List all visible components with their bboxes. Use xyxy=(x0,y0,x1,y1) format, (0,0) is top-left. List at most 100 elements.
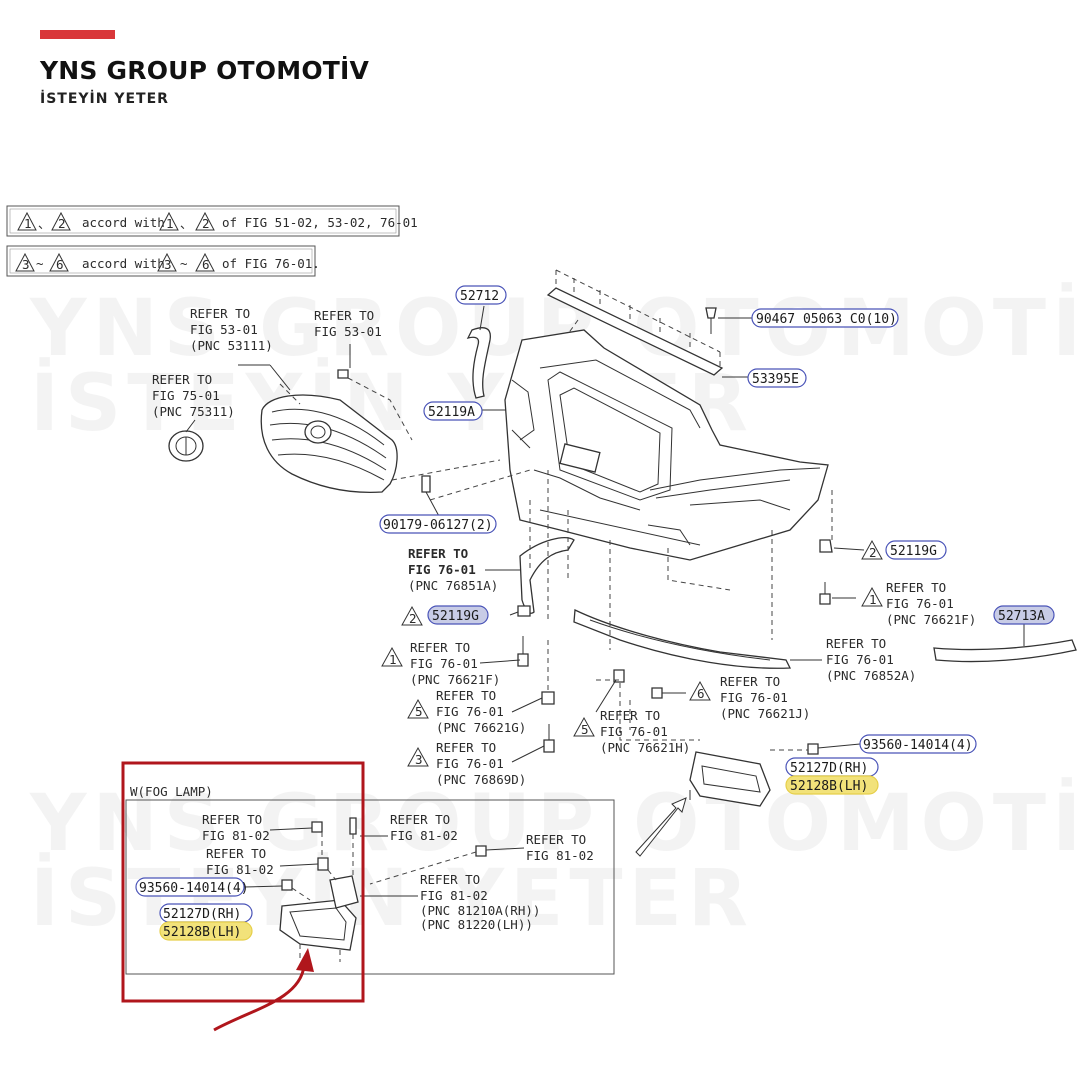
ref-53-01: REFER TO FIG 53-01 xyxy=(314,308,382,339)
inset-ref5-l4: (PNC 81220(LH)) xyxy=(420,917,533,932)
direction-arrow xyxy=(635,797,687,857)
clip-90467 xyxy=(705,307,752,334)
ref-76852A-l2: FIG 76-01 xyxy=(826,652,894,667)
ref-76621F-right-l1: REFER TO xyxy=(886,580,946,595)
inset-ref3-l2: FIG 81-02 xyxy=(390,828,458,843)
note2-tri-2: 6 xyxy=(56,257,64,272)
inset-ref4-l1: REFER TO xyxy=(526,832,586,847)
ref-76621H: 5 REFER TO FIG 76-01 (PNC 76621H) xyxy=(573,708,690,755)
brand-tagline: İSTEYİN YETER xyxy=(40,91,169,107)
inset-ref1-l2: FIG 81-02 xyxy=(202,828,270,843)
part-label-52128B-main: 52128B(LH) xyxy=(785,775,879,795)
tri-2-left: 2 xyxy=(409,611,417,626)
note2-tri-3: 3 xyxy=(164,257,172,272)
part-label-52119A: 52119A xyxy=(423,401,483,421)
brand-name: YNS GROUP OTOMOTİV xyxy=(40,56,370,85)
ref-76621F-left-l1: REFER TO xyxy=(410,640,470,655)
front-grille xyxy=(260,394,398,494)
brand-accent-bar xyxy=(40,30,115,39)
note2-text-b: of FIG 76-01. xyxy=(222,256,320,271)
note1-tri-1: 1 xyxy=(24,216,32,231)
lower-spoiler-76852A xyxy=(573,609,792,669)
fog-lamp-inset: W(FOG LAMP) REFER TO FIG 81-02 REFER TO … xyxy=(125,784,615,975)
ref-76621H-l3: (PNC 76621H) xyxy=(600,740,690,755)
part-label-52119G-right: 2 52119G xyxy=(861,539,947,560)
part-label-52712: 52712 xyxy=(455,285,507,305)
tri-1-right: 1 xyxy=(869,592,877,607)
lower-spoiler-76851A xyxy=(519,537,575,614)
ref-76869D: 3 REFER TO FIG 76-01 (PNC 76869D) xyxy=(407,740,526,787)
part-label-52119G-right-text: 52119G xyxy=(890,544,937,559)
ref-76621J-l1: REFER TO xyxy=(720,674,780,689)
note2-text-a: accord with xyxy=(82,256,165,271)
ref-76869D-l1: REFER TO xyxy=(436,740,496,755)
part-label-53395E-text: 53395E xyxy=(752,372,799,387)
part-label-93560-main: 93560-14014(4) xyxy=(859,734,977,754)
note1-text-b: of FIG 51-02, 53-02, 76-01 xyxy=(222,215,418,230)
note-box-1: 1 、 2 accord with 1 、 2 of FIG 51-02, 53… xyxy=(6,205,418,237)
bumper-cover-52119A xyxy=(504,329,829,561)
ref-76621F-left-l2: FIG 76-01 xyxy=(410,656,478,671)
ref-76851A-l3: (PNC 76851A) xyxy=(408,578,498,593)
part-label-52127D-inset: 52127D(RH) xyxy=(163,907,241,922)
ref-76852A: REFER TO FIG 76-01 (PNC 76852A) xyxy=(826,636,916,683)
inset-ref1-l1: REFER TO xyxy=(202,812,262,827)
part-label-52128B-main-text: 52128B(LH) xyxy=(790,779,868,794)
ref-75311-l2: FIG 75-01 xyxy=(152,388,220,403)
ref-76869D-l3: (PNC 76869D) xyxy=(436,772,526,787)
ref-76621G-l2: FIG 76-01 xyxy=(436,704,504,719)
ref-76621G: 5 REFER TO FIG 76-01 (PNC 76621G) xyxy=(407,688,526,735)
leader-lines xyxy=(185,364,865,763)
note2-tilde: ~ xyxy=(36,256,44,271)
tri-5-left: 5 xyxy=(415,704,423,719)
inset-ref5-l2: FIG 81-02 xyxy=(420,888,488,903)
note1-comma: 、 xyxy=(38,216,51,231)
ref-76621F-right: 1 REFER TO FIG 76-01 (PNC 76621F) xyxy=(861,580,976,627)
inset-ref2-l1: REFER TO xyxy=(206,846,266,861)
ref-76852A-l1: REFER TO xyxy=(826,636,886,651)
ref-76621J-l3: (PNC 76621J) xyxy=(720,706,810,721)
retainer-strip-53395E xyxy=(546,269,724,376)
highlight-frame xyxy=(121,761,365,1003)
ref-76621F-right-l2: FIG 76-01 xyxy=(886,596,954,611)
tri-3: 3 xyxy=(415,752,423,767)
ref-76851A-l1: REFER TO xyxy=(408,546,468,561)
ref-75311-l3: (PNC 75311) xyxy=(152,404,235,419)
ref-76851A-l2: FIG 76-01 xyxy=(408,562,476,577)
note1-comma-2: 、 xyxy=(180,216,193,231)
part-label-52713A: 52713A xyxy=(993,605,1055,625)
inset-ref5-l1: REFER TO xyxy=(420,872,480,887)
ref-76621H-l1: REFER TO xyxy=(600,708,660,723)
watermark-line-3: YNS GROUP OTOMOTİV xyxy=(29,777,1080,869)
inset-title: W(FOG LAMP) xyxy=(130,784,213,799)
fastener-76621F-right xyxy=(819,582,831,605)
tri-5-right: 5 xyxy=(581,722,589,737)
lip-strip-52713A xyxy=(933,624,1077,663)
inset-ref3-l1: REFER TO xyxy=(390,812,450,827)
ref-76621F-left: 1 REFER TO FIG 76-01 (PNC 76621F) xyxy=(381,640,500,687)
tri-1-left: 1 xyxy=(389,652,397,667)
fastener-76621G xyxy=(541,691,555,705)
part-label-53395E: 53395E xyxy=(747,368,807,388)
fastener-76621H xyxy=(613,669,625,683)
fastener-76621J xyxy=(651,687,663,699)
note1-tri-2: 2 xyxy=(58,216,66,231)
ref-76621J: 6 REFER TO FIG 76-01 (PNC 76621J) xyxy=(689,674,810,721)
part-label-52127D-main: 52127D(RH) xyxy=(785,757,879,777)
part-label-93560-main-text: 93560-14014(4) xyxy=(863,738,973,753)
tri-6: 6 xyxy=(697,686,705,701)
inset-ref2-l2: FIG 81-02 xyxy=(206,862,274,877)
part-label-52128B-inset: 52128B(LH) xyxy=(163,925,241,940)
ref-76869D-l2: FIG 76-01 xyxy=(436,756,504,771)
highlight-arrow xyxy=(213,948,314,1032)
tri-2-right: 2 xyxy=(869,545,877,560)
part-label-52119G-left: 2 52119G xyxy=(401,605,489,626)
inset-ref5-l3: (PNC 81210A(RH)) xyxy=(420,903,540,918)
part-label-52119A-text: 52119A xyxy=(428,405,475,420)
part-label-90467-text: 90467 05063 C0(10) xyxy=(756,312,897,327)
ref-76621F-left-l3: (PNC 76621F) xyxy=(410,672,500,687)
part-label-52127D-main-text: 52127D(RH) xyxy=(790,761,868,776)
fastener-76869D xyxy=(543,724,555,753)
note2-tri-1: 3 xyxy=(22,257,30,272)
